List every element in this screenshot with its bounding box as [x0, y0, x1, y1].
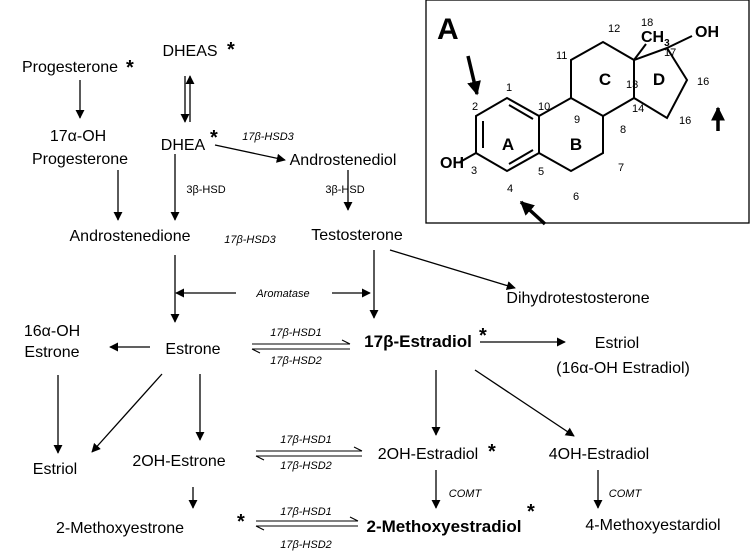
enzyme-17b-hsd3-lower: 17β-HSD3	[224, 234, 276, 246]
atom-numbers: 1 2 3 4 5 6 7 8 9 10 11 12 13 14 16 16 1…	[471, 17, 709, 203]
atom-13: 13	[626, 79, 638, 91]
methyl-bond	[633, 43, 647, 61]
enzyme-17b-hsd2-mid: 17β-HSD2	[280, 460, 332, 472]
atom-8: 8	[620, 124, 626, 136]
marker-methoxyestrone: *	[237, 511, 245, 533]
structure-panel: A A B C D OH OH CH3 1	[425, 0, 750, 226]
arrow-estradiol-to-4oh-estradiol	[474, 369, 575, 437]
atom-3: 3	[471, 165, 477, 177]
label-methoxyestradiol: 2-Methoxyestradiol	[367, 517, 522, 536]
ring-label-a: A	[502, 135, 514, 154]
label-17oh-progesterone-line1: 17α-OH	[50, 128, 106, 145]
metabolite-labels: Progesterone * DHEAS * 17α-OH Progestero…	[22, 39, 721, 537]
atom-12: 12	[608, 23, 620, 35]
label-4-methoxyestardiol: 4-Methoxyestardiol	[585, 517, 720, 534]
enzyme-17b-hsd1-top: 17β-HSD1	[270, 327, 322, 339]
label-estriol-right: Estriol	[595, 335, 639, 352]
atom-14: 14	[632, 103, 644, 115]
marker-progesterone: *	[126, 57, 134, 79]
equilibrium-estrone-estradiol	[251, 339, 351, 354]
equilibrium-arrows	[251, 339, 363, 531]
oh-right-bond	[666, 35, 693, 49]
panel-label: A	[437, 13, 459, 46]
atom-1: 1	[506, 82, 512, 94]
arrow-testosterone-to-dht	[389, 249, 516, 290]
enzyme-aromatase: Aromatase	[255, 288, 309, 300]
atom-17: 17	[664, 47, 676, 59]
label-2oh-estradiol: 2OH-Estradiol	[378, 446, 478, 463]
enzyme-3b-hsd-right: 3β-HSD	[325, 184, 364, 196]
steroid-skeleton	[459, 35, 693, 173]
label-estrone: Estrone	[165, 341, 220, 358]
marker-methoxyestradiol: *	[527, 501, 535, 523]
ring-b-bonds	[538, 96, 604, 173]
ring-c-bonds	[570, 40, 635, 117]
ring-label-d: D	[653, 70, 665, 89]
pointer-arrow-c4	[519, 200, 547, 226]
marker-2oh-estradiol: *	[488, 441, 496, 463]
atom-5: 5	[538, 166, 544, 178]
label-2oh-estrone: 2OH-Estrone	[132, 453, 225, 470]
label-estradiol: 17β-Estradiol	[364, 332, 472, 351]
label-17oh-progesterone-line2: Progesterone	[32, 151, 128, 168]
arrow-estrone-to-estriol	[91, 373, 163, 453]
label-progesterone: Progesterone	[22, 59, 118, 76]
pointer-arrow-c2	[466, 55, 481, 96]
label-methoxyestrone: 2-Methoxyestrone	[56, 520, 184, 537]
enzyme-3b-hsd-left: 3β-HSD	[186, 184, 225, 196]
atom-7: 7	[618, 162, 624, 174]
label-dhea: DHEA	[161, 137, 206, 154]
enzyme-17b-hsd3-upper: 17β-HSD3	[242, 131, 294, 143]
label-dheas: DHEAS	[162, 43, 217, 60]
oh-right-label: OH	[695, 24, 719, 41]
atom-16-upper: 16	[697, 76, 709, 88]
label-dihydrotestosterone: Dihydrotestosterone	[506, 290, 649, 307]
enzyme-17b-hsd1-mid: 17β-HSD1	[280, 434, 332, 446]
atom-18: 18	[641, 17, 653, 29]
equilibrium-2oh-estrone-2oh-estradiol	[255, 446, 363, 461]
enzyme-17b-hsd2-bottom: 17β-HSD2	[280, 539, 332, 551]
enzyme-17b-hsd1-bottom: 17β-HSD1	[280, 506, 332, 518]
equilibrium-methoxyestrone-methoxyestradiol	[255, 516, 359, 531]
pointer-arrows	[466, 55, 725, 226]
label-16oh-estrone-line1: 16α-OH	[24, 323, 80, 340]
enzyme-comt-right: COMT	[609, 488, 643, 500]
marker-dheas: *	[227, 39, 235, 61]
atom-10: 10	[538, 101, 550, 113]
marker-dhea: *	[210, 127, 218, 149]
enzyme-labels: 17β-HSD3 3β-HSD 3β-HSD 17β-HSD3 Aromatas…	[186, 131, 642, 551]
marker-estradiol: *	[479, 325, 487, 347]
atom-6: 6	[573, 191, 579, 203]
enzyme-17b-hsd2-top: 17β-HSD2	[270, 355, 322, 367]
label-estriol-left: Estriol	[33, 461, 77, 478]
label-4oh-estradiol: 4OH-Estradiol	[549, 446, 649, 463]
label-androstenedione: Androstenedione	[70, 228, 191, 245]
enzyme-comt-left: COMT	[449, 488, 483, 500]
atom-2: 2	[472, 101, 478, 113]
label-estriol-right-note: (16α-OH Estradiol)	[556, 360, 690, 377]
ring-a-inner-bond-2	[508, 104, 534, 120]
structure-panel-border	[425, 0, 750, 224]
atom-16-lower: 16	[679, 115, 691, 127]
atom-9: 9	[574, 114, 580, 126]
label-androstenediol: Androstenediol	[290, 152, 397, 169]
ring-label-c: C	[599, 70, 611, 89]
ring-d-bonds	[633, 46, 689, 120]
label-testosterone: Testosterone	[311, 227, 403, 244]
atom-4: 4	[507, 183, 513, 195]
oh-left-label: OH	[440, 155, 464, 172]
ring-label-b: B	[570, 135, 582, 154]
label-16oh-estrone-line2: Estrone	[24, 344, 79, 361]
atom-11: 11	[556, 50, 567, 62]
methyl-label: CH3	[641, 29, 670, 49]
pathway-arrows	[53, 75, 603, 509]
oh-left-bond	[459, 152, 477, 163]
arrow-dhea-to-androstenediol	[214, 144, 286, 163]
ring-a-inner-bond-3	[508, 149, 534, 165]
